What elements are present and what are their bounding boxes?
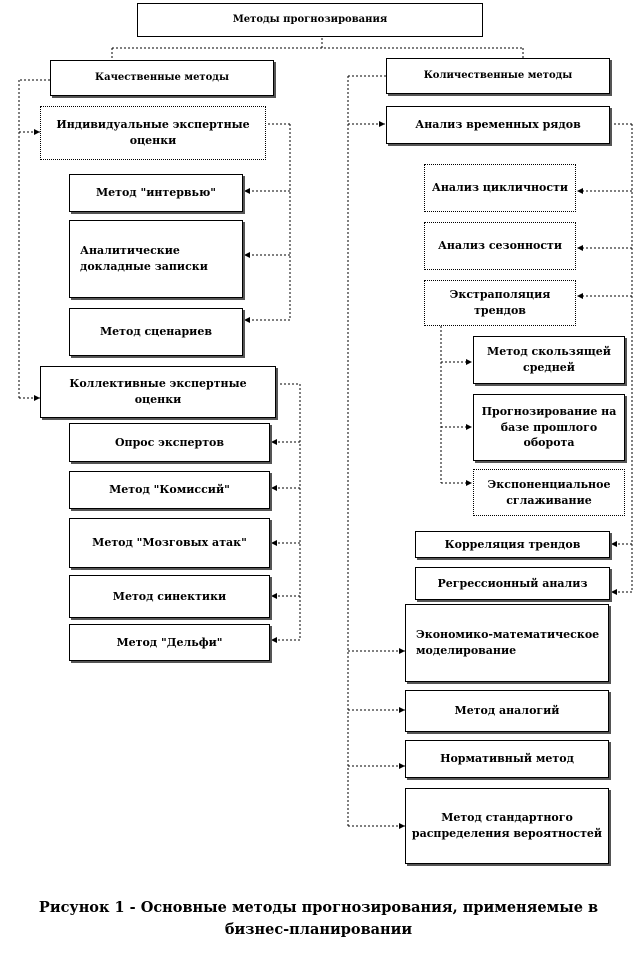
regression-node: Регрессионный анализ <box>415 567 610 600</box>
root-node: Методы прогнозирования <box>137 3 483 37</box>
caption-line-1: Рисунок 1 - Основные методы прогнозирова… <box>38 899 599 916</box>
figure-caption: Рисунок 1 - Основные методы прогнозирова… <box>0 897 637 941</box>
econ-math-modeling-node: Экономико-математическое моделирование <box>405 604 609 682</box>
caption-line-2: бизнес-планировании <box>224 921 413 938</box>
delphi-method-node: Метод "Дельфи" <box>69 624 270 661</box>
extrapolation-node: Экстраполяция трендов <box>424 280 576 326</box>
exponential-smoothing-node: Экспоненциальное сглаживание <box>473 469 625 516</box>
time-series-node: Анализ временных рядов <box>386 106 610 144</box>
trend-correlation-node: Корреляция трендов <box>415 531 610 558</box>
moving-average-node: Метод скользящей средней <box>473 336 625 384</box>
normative-method-node: Нормативный метод <box>405 740 609 778</box>
seasonality-node: Анализ сезонности <box>424 222 576 270</box>
individual-expert-node: Индивидуальные экспертные оценки <box>40 106 266 160</box>
commission-method-node: Метод "Комиссий" <box>69 471 270 509</box>
synectics-method-node: Метод синектики <box>69 575 270 618</box>
brainstorm-method-node: Метод "Мозговых атак" <box>69 518 270 568</box>
collective-expert-node: Коллективные экспертные оценки <box>40 366 276 418</box>
expert-survey-node: Опрос экспертов <box>69 423 270 462</box>
scenario-method-node: Метод сценариев <box>69 308 243 356</box>
interview-method-node: Метод "интервью" <box>69 174 243 212</box>
quantitative-methods-node: Количественные методы <box>386 58 610 94</box>
cyclicity-node: Анализ цикличности <box>424 164 576 212</box>
analogy-method-node: Метод аналогий <box>405 690 609 732</box>
analytical-notes-node: Аналитические докладные записки <box>69 220 243 298</box>
std-distribution-node: Метод стандартного распределения вероятн… <box>405 788 609 864</box>
past-turnover-node: Прогнозирование на базе прошлого оборота <box>473 394 625 461</box>
qualitative-methods-node: Качественные методы <box>50 60 274 96</box>
